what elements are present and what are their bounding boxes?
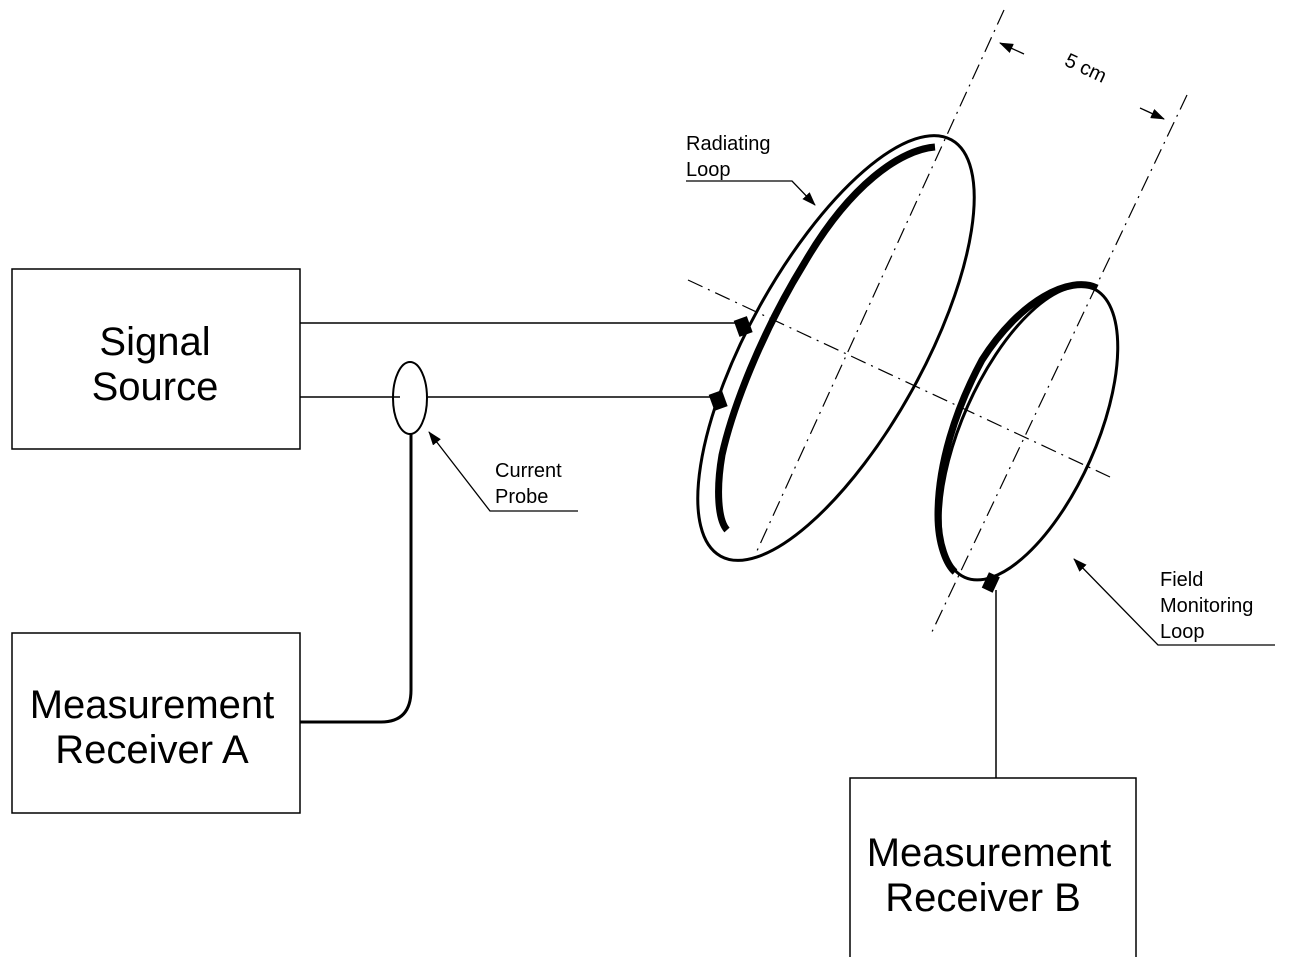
distance-dimension: 5 cm [999, 42, 1165, 120]
field-loop-label-line1: Field [1160, 569, 1203, 591]
signal-source-label-line2: Source [92, 365, 219, 409]
receiver-a-label-line2: Receiver A [55, 728, 249, 772]
radiating-loop-terminal-lower [708, 390, 728, 411]
signal-source-box: Signal Source [11, 268, 301, 450]
measurement-receiver-a-box: Measurement Receiver A [11, 632, 301, 814]
radiating-loop-terminal-upper [733, 316, 753, 337]
probe-cable-to-receiver-a [300, 434, 413, 724]
center-axes [687, 9, 1188, 637]
feed-wires [300, 322, 740, 398]
receiver-a-label-line1: Measurement [30, 683, 275, 727]
field-loop-terminal [981, 572, 1000, 593]
current-probe-label-line1: Current [495, 460, 562, 482]
measurement-receiver-b-box: Measurement Receiver B [849, 777, 1137, 957]
radiating-loop-axis [755, 9, 1005, 554]
monitoring-loop-axis [929, 94, 1188, 637]
distance-label: 5 cm [1061, 49, 1110, 87]
current-probe-label-line2: Probe [495, 486, 548, 508]
signal-source-label-line1: Signal [99, 320, 210, 364]
current-probe [300, 361, 428, 724]
receiver-b-label-line1: Measurement [867, 831, 1112, 875]
radiating-loop-callout: Radiating Loop [686, 133, 816, 206]
field-monitoring-loop [934, 281, 1120, 778]
current-probe-callout: Current Probe [428, 431, 578, 512]
field-loop-label-line2: Monitoring [1160, 595, 1253, 617]
radiating-loop-label-line1: Radiating [686, 133, 771, 155]
radiating-loop [696, 134, 976, 562]
radiating-loop-label-line2: Loop [686, 159, 731, 181]
receiver-b-label-line2: Receiver B [885, 876, 1081, 920]
common-axis [687, 279, 1111, 478]
field-loop-label-line3: Loop [1160, 621, 1205, 643]
field-monitoring-loop-callout: Field Monitoring Loop [1073, 558, 1275, 646]
